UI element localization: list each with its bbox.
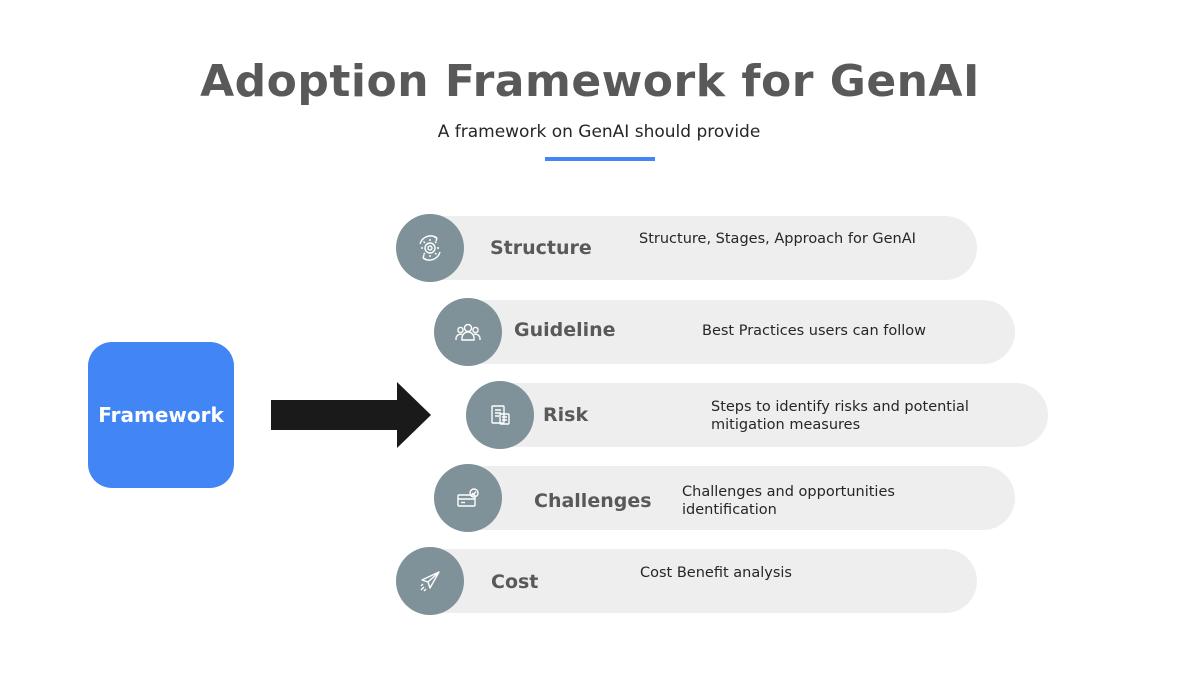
item-challenges-pill (434, 466, 1015, 530)
item-cost-label: Cost (491, 571, 539, 593)
item-risk-description: Steps to identify risks and potential mi… (711, 399, 969, 433)
item-structure-label: Structure (490, 237, 592, 259)
item-risk-pill (466, 383, 1048, 447)
item-risk-label: Risk (543, 404, 589, 426)
item-challenges-icon-circle (434, 464, 502, 532)
item-risk-icon-circle (466, 381, 534, 449)
item-challenges-label: Challenges (534, 490, 652, 512)
gear-cycle-icon (419, 235, 441, 261)
item-challenges: Challenges Challenges and opportunities … (434, 464, 1015, 532)
item-guideline-description: Best Practices users can follow (702, 323, 927, 339)
item-challenges-description: Challenges and opportunities identificat… (682, 484, 895, 518)
framework-label: Framework (98, 403, 224, 427)
framework-box: Framework (88, 342, 234, 488)
item-guideline: Guideline Best Practices users can follo… (434, 298, 1015, 366)
wallet-check-icon (457, 488, 479, 507)
title-underline (545, 157, 655, 161)
document-checklist-icon (491, 405, 510, 425)
page-subtitle: A framework on GenAI should provide (437, 122, 761, 142)
item-cost-pill (396, 549, 977, 613)
item-structure-description: Structure, Stages, Approach for GenAI (639, 231, 916, 247)
item-guideline-pill (434, 300, 1015, 364)
item-cost-description: Cost Benefit analysis (640, 565, 792, 581)
item-guideline-icon-circle (434, 298, 502, 366)
item-structure: Structure Structure, Stages, Approach fo… (396, 214, 977, 282)
paper-plane-icon (420, 571, 440, 592)
right-arrow-icon (271, 382, 431, 448)
item-risk: Risk Steps to identify risks and potenti… (466, 381, 1048, 449)
item-structure-pill (396, 216, 977, 280)
people-group-icon (455, 323, 481, 341)
item-cost: Cost Cost Benefit analysis (396, 547, 977, 615)
item-structure-icon-circle (396, 214, 464, 282)
item-guideline-label: Guideline (514, 319, 616, 341)
item-cost-icon-circle (396, 547, 464, 615)
page-title: Adoption Framework for GenAI (200, 56, 980, 107)
